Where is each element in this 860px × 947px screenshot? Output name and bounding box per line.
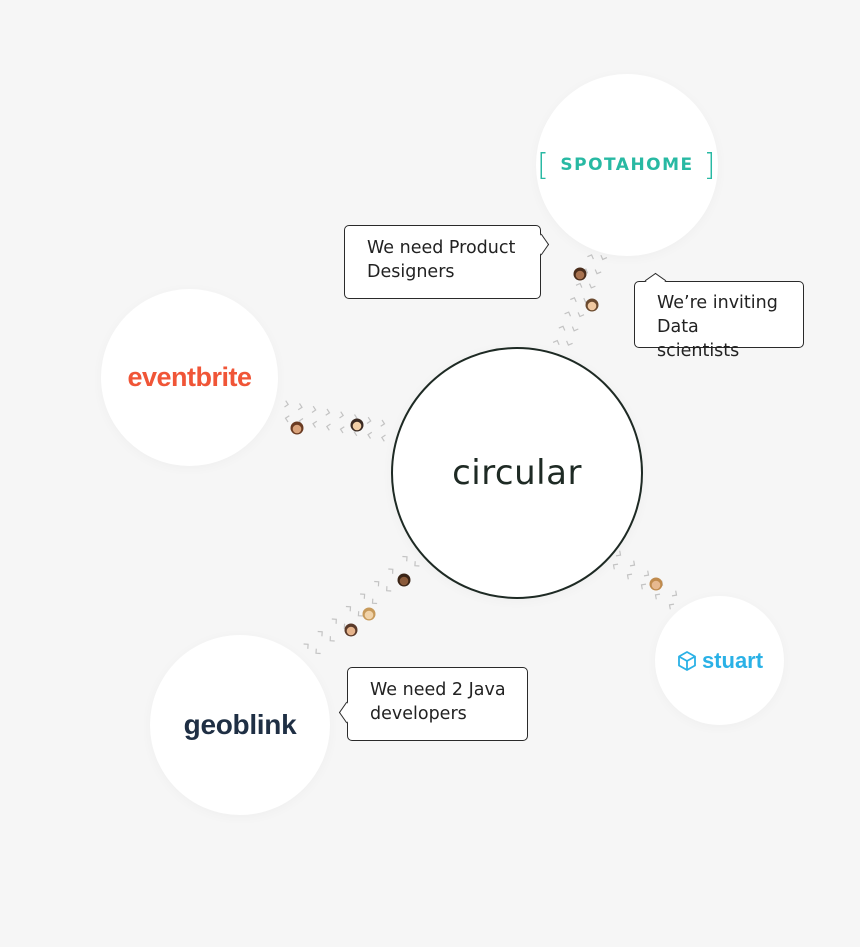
geoblink-link-chevron: [331, 618, 337, 624]
message-line: We need Product: [367, 238, 516, 258]
spotahome-link-chevron: [600, 254, 608, 261]
stuart-link-chevron: [668, 603, 675, 610]
spotahome-link-chevron: [558, 325, 566, 331]
bracket-right-icon: ]: [703, 147, 717, 183]
geoblink-link-chevron: [402, 555, 408, 562]
eventbrite-link-chevron: [339, 426, 345, 434]
eventbrite-link-chevron: [366, 416, 372, 424]
eventbrite-link-chevron: [311, 405, 317, 413]
eventbrite-link-chevron: [312, 420, 318, 428]
message-product-designers: We need Product Designers: [344, 225, 550, 299]
spotahome-link-chevron: [588, 283, 596, 289]
circular-hub: circular: [391, 347, 643, 599]
geoblink-node: geoblink: [150, 635, 330, 815]
person-avatar: [573, 267, 587, 281]
stuart-logo-text: stuart: [701, 647, 764, 673]
stuart-link-chevron: [612, 563, 619, 570]
stuart-link-chevron: [640, 583, 647, 590]
eventbrite-link-chevron: [380, 434, 386, 442]
geoblink-link-chevron: [315, 648, 321, 655]
eventbrite-link-chevron: [380, 419, 386, 427]
spotahome-link-chevron: [564, 311, 572, 317]
stuart-node: stuart: [655, 596, 784, 725]
spotahome-link-chevron: [571, 326, 579, 332]
eventbrite-node: eventbrite: [101, 289, 278, 466]
geoblink-link-chevron: [374, 580, 380, 587]
message-line: We need 2 Java: [370, 680, 506, 700]
box-icon: [678, 650, 696, 671]
eventbrite-link-chevron: [325, 423, 331, 431]
bracket-left-icon: [: [537, 147, 551, 183]
person-avatar: [585, 298, 599, 312]
geoblink-link-chevron: [317, 630, 323, 637]
eventbrite-link-chevron: [284, 400, 290, 408]
spotahome-link-chevron: [577, 312, 585, 318]
geoblink-link-chevron: [357, 611, 363, 617]
geoblink-link-chevron: [386, 586, 392, 592]
spotahome-logo-text: SPOTAHOME: [560, 155, 694, 175]
eventbrite-link-chevron: [297, 403, 303, 411]
geoblink-logo: geoblink: [183, 709, 297, 740]
spotahome-link-chevron: [594, 269, 602, 275]
spotahome-link-chevron: [575, 282, 583, 288]
geoblink-link-chevron: [388, 568, 394, 574]
geoblink-link-chevron: [371, 598, 378, 605]
eventbrite-link-chevron: [325, 408, 331, 416]
spotahome-link-chevron: [566, 340, 573, 346]
geoblink-link-chevron: [414, 561, 420, 567]
stuart-link-chevron: [671, 590, 678, 597]
hub-label: circular: [452, 453, 582, 493]
message-java-developers: We need 2 Java developers: [338, 667, 528, 741]
stuart-link-chevron: [629, 560, 636, 567]
spotahome-logo: [ SPOTAHOME ]: [527, 148, 727, 183]
stuart-link-chevron: [615, 550, 622, 557]
spotahome-link-chevron: [552, 339, 560, 346]
eventbrite-link-chevron: [339, 411, 345, 419]
spotahome-node: [ SPOTAHOME ]: [536, 74, 718, 256]
person-avatar: [649, 577, 663, 591]
stuart-link-chevron: [654, 593, 661, 600]
geoblink-link-chevron: [303, 643, 309, 649]
geoblink-link-chevron: [360, 593, 366, 599]
message-data-scientists: We’re inviting Data scientists: [634, 272, 804, 361]
person-avatar: [397, 573, 411, 587]
message-line: Designers: [367, 262, 455, 282]
person-avatar: [350, 418, 364, 432]
eventbrite-link-chevron: [367, 431, 373, 439]
geoblink-link-chevron: [329, 636, 335, 642]
message-line: developers: [370, 704, 467, 724]
geoblink-link-chevron: [345, 605, 352, 612]
person-avatar: [344, 623, 358, 637]
eventbrite-logo: eventbrite: [127, 362, 252, 392]
spotahome-link-chevron: [587, 254, 594, 260]
spotahome-link-chevron: [570, 297, 577, 303]
message-line: Data scientists: [657, 317, 740, 361]
stuart-link-chevron: [626, 573, 633, 580]
person-avatar: [290, 421, 304, 435]
eventbrite-link-chevron: [284, 415, 290, 423]
stuart-logo: stuart: [676, 648, 763, 674]
person-avatar: [362, 607, 376, 621]
stuart-link-chevron: [643, 570, 650, 577]
message-line: We’re inviting: [657, 293, 778, 313]
